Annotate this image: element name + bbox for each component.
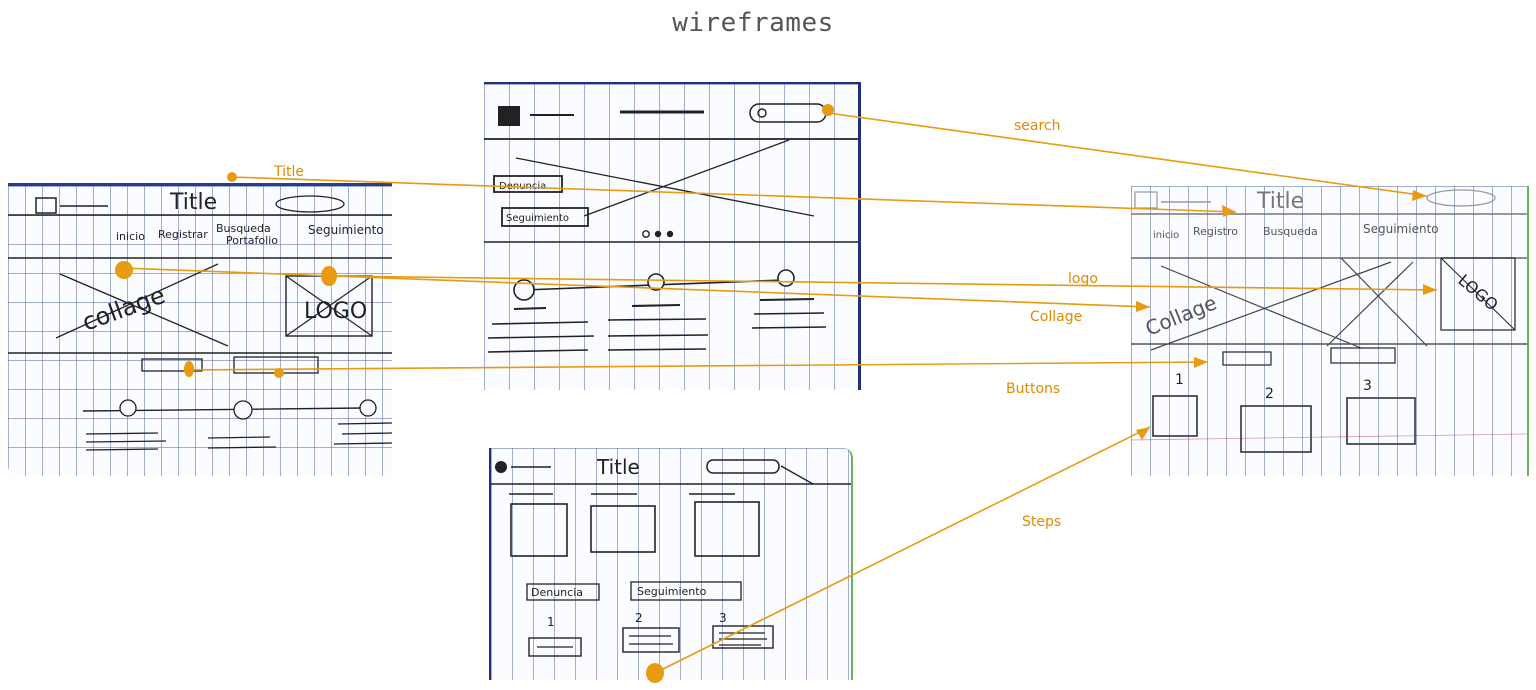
search-pill xyxy=(1426,189,1496,207)
annotation-search: search xyxy=(1014,118,1061,134)
wireframe-title: Title xyxy=(596,455,640,479)
wireframe-title: Title xyxy=(1256,189,1304,214)
wireframe-sheet-bottom: Title Denuncia Seguimiento 1 2 3 xyxy=(489,448,853,680)
step-number-1: 1 xyxy=(1175,372,1184,388)
step-number-3: 3 xyxy=(1363,378,1372,394)
step-box-3 xyxy=(1346,397,1416,445)
logo-label: LOGO xyxy=(304,299,367,324)
nav-item-inicio: inicio xyxy=(1153,230,1179,241)
logo-placeholder xyxy=(1440,257,1516,331)
step-number-2: 2 xyxy=(635,611,643,625)
sketch-button-2 xyxy=(1330,347,1396,364)
page-title: wireframes xyxy=(672,8,834,38)
step-box-1 xyxy=(1152,395,1198,437)
step-number-2: 2 xyxy=(1265,386,1274,402)
logo-box xyxy=(35,197,57,214)
annotation-logo: logo xyxy=(1068,271,1098,287)
nav-item-busqueda: Busqueda xyxy=(1263,225,1318,238)
logo-dot xyxy=(495,461,507,473)
wireframe-sheet-right: Title inicio Registro Busqueda Seguimien… xyxy=(1131,186,1529,476)
logo-label: LOGO xyxy=(1454,271,1501,315)
card-box-3 xyxy=(694,501,760,557)
annotation-title: Title xyxy=(273,164,304,180)
nav-item-portafolio: Portafolio xyxy=(226,234,278,247)
card-box-2 xyxy=(590,505,656,553)
logo-box xyxy=(1134,191,1158,209)
search-icon xyxy=(757,108,767,118)
sketch-button-2 xyxy=(233,356,319,374)
annotation-steps: Steps xyxy=(1022,514,1061,530)
connector-search xyxy=(827,112,1428,197)
nav-item-seguimiento: Seguimiento xyxy=(308,223,384,237)
sketch-button-label: Denuncia xyxy=(499,181,546,192)
search-pill xyxy=(749,103,827,123)
wireframe-sheet-left: Title inicio Registrar Busqueda Portafol… xyxy=(8,183,392,476)
sketch-button-label: Seguimiento xyxy=(637,585,707,598)
step-box-1 xyxy=(528,637,582,657)
anchor-dot xyxy=(227,172,237,182)
logo-box xyxy=(498,106,520,126)
nav-item-registrar: Registrar xyxy=(158,228,208,241)
nav-item-seguimiento: Seguimiento xyxy=(1363,222,1439,236)
search-pill xyxy=(275,195,345,213)
nav-item-registro: Registro xyxy=(1193,225,1238,238)
step-box-2 xyxy=(622,627,680,653)
step-number-3: 3 xyxy=(719,611,727,625)
sketch-button-1 xyxy=(1222,351,1272,366)
search-pill xyxy=(706,459,780,474)
wireframe-title: Title xyxy=(169,190,217,215)
collage-label: collage xyxy=(78,281,168,337)
sketch-button-denuncia xyxy=(526,583,600,601)
step-number-1: 1 xyxy=(547,615,555,629)
sketch-button-1 xyxy=(141,358,203,372)
sketch-button-label: Denuncia xyxy=(531,586,583,599)
sketch-button-label: Seguimiento xyxy=(506,213,569,224)
annotation-buttons: Buttons xyxy=(1006,381,1060,397)
annotation-collage: Collage xyxy=(1030,309,1082,325)
card-box-1 xyxy=(510,503,568,557)
nav-item-inicio: inicio xyxy=(116,230,145,243)
wireframe-sheet-center: Denuncia Seguimiento xyxy=(484,82,861,390)
collage-label: Collage xyxy=(1142,290,1220,340)
step-box-2 xyxy=(1240,405,1312,453)
nav-item-busqueda: Busqueda xyxy=(216,222,271,235)
